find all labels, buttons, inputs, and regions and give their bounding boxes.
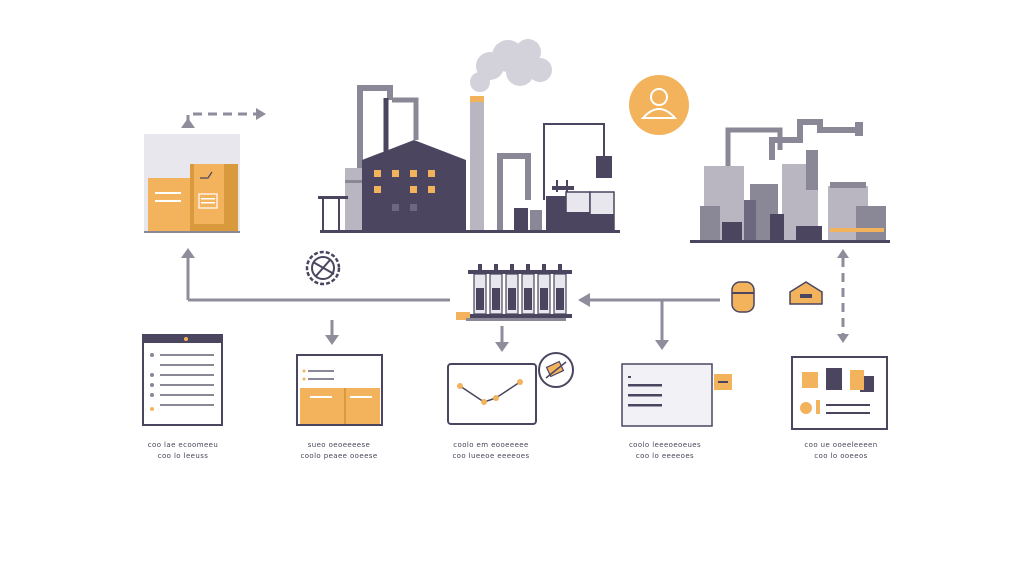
arrowhead-bus-right (578, 293, 590, 307)
caption-node-5-line1: coo ue ooeeleeeen (804, 441, 878, 449)
caption-node-4-line1: coolo leeeoeoeues (628, 441, 702, 449)
caption-node-5: coo ue ooeeleeeen coo lo ooeeos (786, 440, 896, 462)
split-panel-icon (296, 354, 383, 426)
caption-node-2: sueo oeoeeeese coolo peaee ooeese (284, 440, 394, 462)
caption-node-1: coo lae ecoomeeu coo lo leeuss (128, 440, 238, 462)
dashboard-icon (791, 356, 888, 430)
processor-module-icon (456, 264, 572, 321)
oil-drum-icon (731, 281, 755, 313)
caption-node-3: coolo em eooeeeee coo lueeoe eeeeoes (436, 440, 546, 462)
caption-node-3-line1: coolo em eooeeeee (453, 441, 529, 449)
caption-node-2-line2: coolo peaee ooeese (300, 452, 378, 460)
caption-node-2-line1: sueo oeoeeeese (307, 441, 371, 449)
caption-node-3-line2: coo lueeoe eeeeoes (452, 452, 530, 460)
arrowhead-up-left (181, 248, 195, 258)
arrowhead-node-4 (655, 340, 669, 350)
caption-node-4: coolo leeeoeoeues coo lo eeeeoes (610, 440, 720, 462)
arrowheads (181, 108, 849, 352)
checklist-form-icon (142, 334, 223, 426)
tools-badge-icon (538, 352, 574, 388)
list-panel-icon (621, 363, 732, 427)
caption-node-4-line2: coo lo eeeeoes (635, 452, 695, 460)
arrowhead-node-2 (325, 335, 339, 345)
arrowhead-right-down (837, 334, 849, 343)
caption-node-1-line2: coo lo leeuss (157, 452, 209, 460)
factory-icon (318, 39, 620, 233)
refinery-icon (690, 119, 890, 243)
gear-icon (305, 250, 341, 286)
dashed-arrow-top (186, 112, 258, 124)
caption-node-1-line1: coo lae ecoomeeu (147, 441, 219, 449)
caption-node-5-line2: coo lo ooeeos (814, 452, 868, 460)
document-folder-icon (144, 134, 240, 233)
warehouse-icon (789, 281, 823, 305)
arrowhead-right-up (837, 249, 849, 258)
arrowhead-node-3 (495, 342, 509, 352)
line-chart-icon (447, 363, 537, 425)
arrowhead-dash-top-right (256, 108, 266, 120)
person-badge-icon (629, 75, 689, 135)
arrowhead-dash-top-left (181, 118, 195, 128)
